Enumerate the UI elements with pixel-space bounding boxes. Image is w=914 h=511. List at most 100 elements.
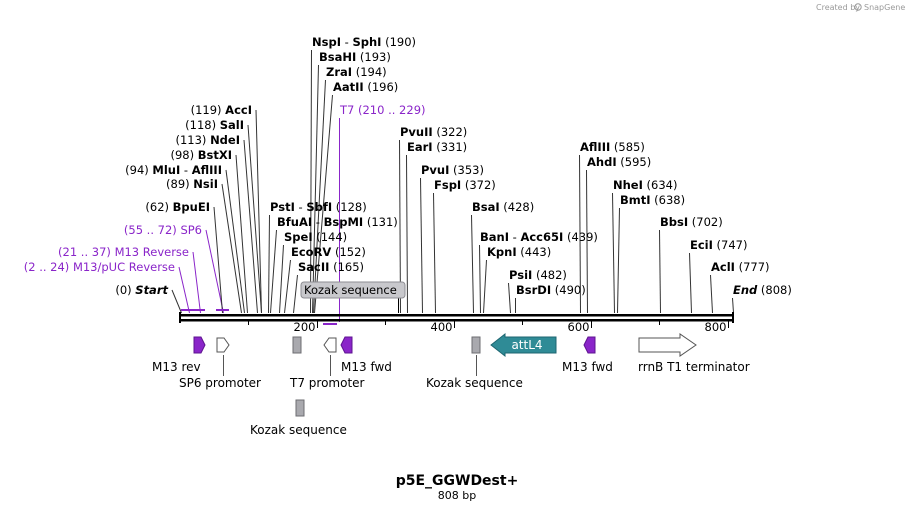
site-label: End (808) [733,283,792,297]
site-label: BbsI (702) [660,215,723,229]
site-ecorv[interactable]: EcoRV (152) [291,245,366,259]
site-bmti[interactable]: BmtI (638) [620,193,685,207]
site-sali[interactable]: (118) SalI [185,118,244,132]
site-label: SpeI (144) [284,230,347,244]
leader-line [471,214,474,314]
site-start[interactable]: (0) Start [115,283,168,297]
leader-line [192,251,201,314]
site-bstxi[interactable]: (98) BstXI [170,148,232,162]
site-label: ZraI (194) [326,65,387,79]
leader-line [270,229,277,314]
leader-line [710,274,713,314]
leader-line [178,266,190,314]
feature-sp6-promoter[interactable]: SP6 promoter [179,337,261,390]
feature-attl4[interactable]: attL4 [490,332,557,358]
map-title: p5E_GGWDest+ [396,473,519,489]
site-psti-sbfi[interactable]: PstI - SbfI (128) [270,200,367,214]
site-nhei[interactable]: NheI (634) [613,178,677,192]
leader-line [689,252,692,314]
feature-kozak-sequence[interactable] [292,336,302,354]
site-bbsi[interactable]: BbsI (702) [660,215,723,229]
kozak-label: Kozak sequence [304,283,397,297]
site-label: NspI - SphI (190) [312,35,416,49]
site-label: (62) BpuEI [145,200,210,214]
site-zrai[interactable]: ZraI (194) [326,65,387,79]
site-kozak-sequence[interactable]: Kozak sequence [300,281,406,299]
site-t7[interactable]: T7 (210 .. 229) [339,103,426,117]
site-sacii[interactable]: SacII (165) [298,260,364,274]
primer-bar-m13-puc-reverse [181,309,205,311]
kozak-label-box [300,281,406,299]
site-ecii[interactable]: EciI (747) [690,238,748,252]
feature-rrnb-t1-terminator[interactable]: rrnB T1 terminator [638,333,750,374]
site-label: PvuII (322) [400,125,467,139]
sequence-ruler [179,312,734,323]
site-label: (21 .. 37) M13 Reverse [58,245,189,259]
site-label: PsiI (482) [509,268,567,282]
ruler-top-strand [180,314,734,317]
site-mlui-afliii[interactable]: (94) MluI - AflIII [125,163,222,177]
credit-text: Created by [816,3,860,12]
feature-m13-fwd[interactable]: M13 fwd [340,336,392,374]
feature-m13-fwd[interactable]: M13 fwd [562,336,613,374]
leader-lines [171,49,734,322]
site-bpuei[interactable]: (62) BpuEI [145,200,210,214]
leader-line [508,282,511,314]
feature-label: T7 promoter [289,376,365,390]
primer-bar-t7 [323,323,337,325]
site-aatii[interactable]: AatII (196) [333,80,398,94]
site-nsii[interactable]: (89) NsiI [166,177,218,191]
site-ahdi[interactable]: AhdI (595) [587,155,651,169]
site-m13-puc-reverse[interactable]: (2 .. 24) M13/pUC Reverse [24,260,175,274]
leader-line [406,154,408,314]
primer-arrow-icon [340,336,353,354]
site-ndei[interactable]: (113) NdeI [175,133,240,147]
site-bsahi[interactable]: BsaHI (193) [319,50,391,64]
leader-line [213,206,223,314]
site-label: SacII (165) [298,260,364,274]
site-label: BmtI (638) [620,193,685,207]
map-length: 808 bp [438,489,476,502]
leader-line [205,229,224,314]
snapgene-credit[interactable]: Created by SnapGene [816,3,905,12]
feature-label: Kozak sequence [250,423,347,437]
site-fspi[interactable]: FspI (372) [434,178,496,192]
leader-line [659,229,661,314]
restriction-site-labels: (0) Start (2 .. 24) M13/pUC Reverse(21 ..… [24,35,792,299]
site-bfuai-bspmi[interactable]: BfuAI - BspMI (131) [277,215,398,229]
site-m13-reverse[interactable]: (21 .. 37) M13 Reverse [58,245,189,259]
feature-t7-promoter[interactable]: T7 promoter [289,337,365,390]
feature-label: rrnB T1 terminator [638,360,750,374]
site-bani-acc65i[interactable]: BanI - Acc65I (439) [480,230,598,244]
site-label: (2 .. 24) M13/pUC Reverse [24,260,175,274]
site-label: KpnI (443) [487,245,551,259]
site-spei[interactable]: SpeI (144) [284,230,347,244]
promoter-arrow-icon [323,337,337,353]
site-kpni[interactable]: KpnI (443) [487,245,551,259]
site-end[interactable]: End (808) [733,283,792,297]
leader-line [433,192,436,314]
feature-m13-rev[interactable]: M13 rev [152,336,206,374]
site-pvui[interactable]: PvuI (353) [421,163,484,177]
feature-kozak-sequence[interactable]: Kozak sequence [250,399,347,437]
site-eari[interactable]: EarI (331) [407,140,467,154]
primer-bar-sp6 [216,309,229,311]
site-label: PvuI (353) [421,163,484,177]
site-bsai[interactable]: BsaI (428) [472,200,534,214]
site-bsrdi[interactable]: BsrDI (490) [516,283,586,297]
site-acli[interactable]: AclI (777) [711,260,770,274]
leader-line [612,192,615,314]
feature-kozak-sequence[interactable]: Kozak sequence [426,336,523,390]
site-psii[interactable]: PsiI (482) [509,268,567,282]
site-nspi-sphi[interactable]: NspI - SphI (190) [312,35,416,49]
site-acci[interactable]: (119) AccI [191,103,252,117]
site-sp6[interactable]: (55 .. 72) SP6 [124,223,202,237]
site-label: EciI (747) [690,238,748,252]
primer-arrow-icon [583,336,596,354]
site-afliii[interactable]: AflIII (585) [580,140,645,154]
site-pvuii[interactable]: PvuII (322) [400,125,467,139]
site-label: AflIII (585) [580,140,645,154]
ruler-bottom-strand [180,319,734,322]
site-label: (55 .. 72) SP6 [124,223,202,237]
